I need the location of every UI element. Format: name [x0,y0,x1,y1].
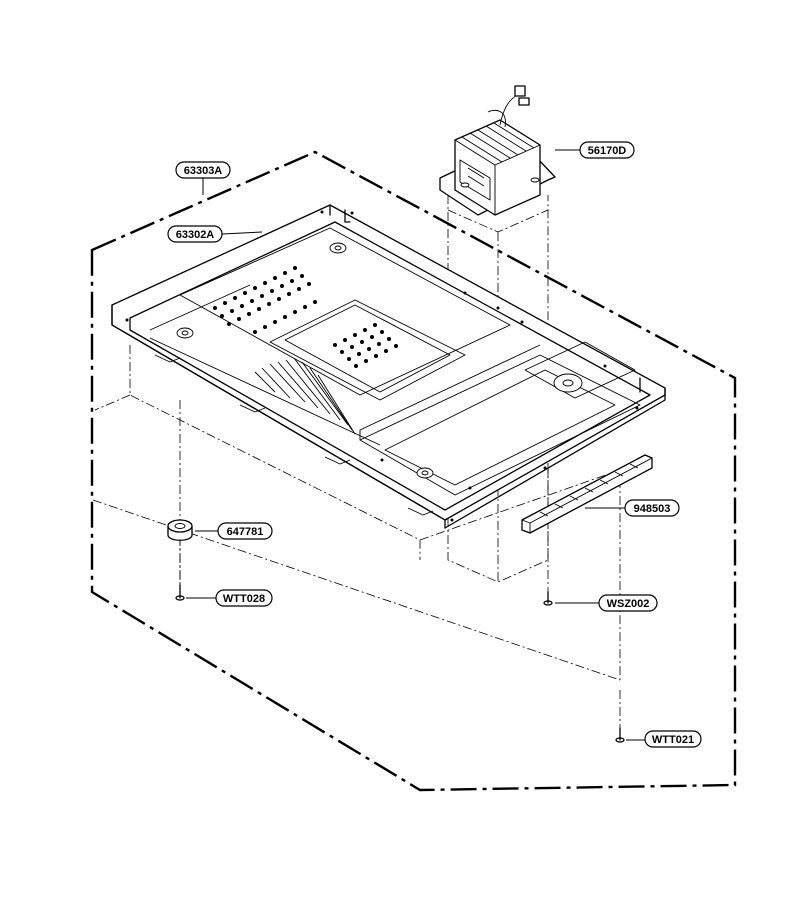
callout-WTT021: WTT021 [644,730,702,748]
callout-label: WTT028 [223,593,265,605]
base-plate [111,204,666,529]
callout-647781: 647781 [217,522,273,540]
callout-label: 647781 [227,526,264,538]
transformer [439,85,556,216]
callout-948503: 948503 [624,499,680,517]
callout-63303A: 63303A [175,161,231,179]
perforation-grid [213,266,317,334]
plate-screw [615,727,625,743]
callout-63302A: 63302A [167,225,223,243]
vent-slots [254,357,356,435]
callout-label: WSZ002 [607,598,650,610]
center-perforation [333,323,398,368]
callout-56170D: 56170D [579,141,635,159]
leader-lines [186,149,647,741]
callout-label: 63303A [184,165,223,177]
callout-label: WTT021 [652,734,694,746]
foot [167,519,193,541]
callout-label: 63302A [176,229,215,241]
callout-WSZ002: WSZ002 [598,594,658,612]
ferrite-strip [521,454,653,534]
callout-label: 948503 [634,503,671,515]
ferrite-strip-segments [539,463,639,517]
assembly-outline [90,150,737,792]
callout-WTT028: WTT028 [215,589,273,607]
callout-label: 56170D [588,145,627,157]
transformer-screw [543,591,553,606]
foot-screw [175,584,185,601]
transformer-lamination-lines [461,122,535,163]
